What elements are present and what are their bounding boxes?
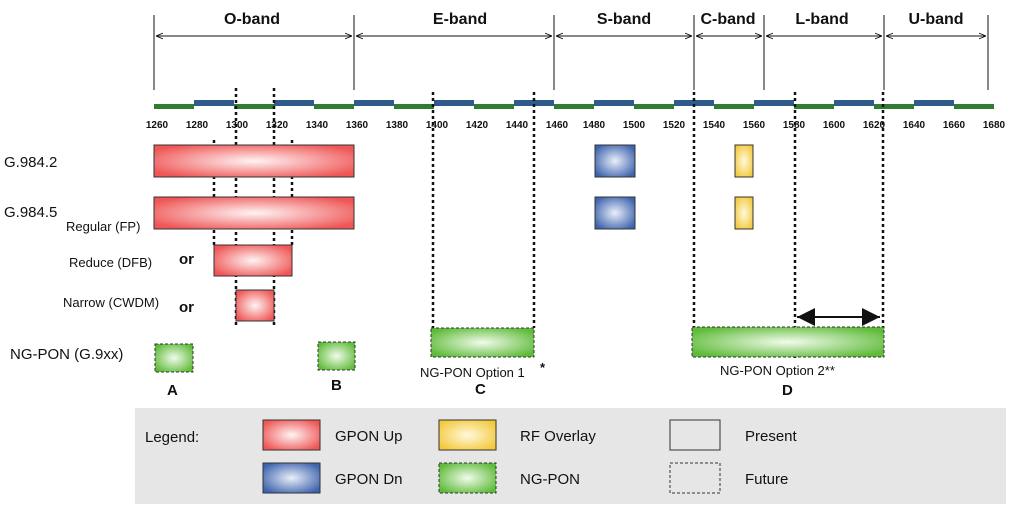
legend: Legend: GPON Up GPON Dn RF Overlay NG-PO… [135,408,1006,504]
axis-segment-green [554,104,594,109]
ngpon-block-d [691,326,885,358]
tick-label: 1480 [583,120,606,131]
legend-label-rf: RF Overlay [520,428,596,445]
gpon-dn-block [594,144,636,178]
axis-segment-blue [194,100,234,106]
legend-swatch-future [669,462,721,494]
axis-segment-green [874,104,914,109]
tick-label: 1520 [663,120,686,131]
axis-segment-blue [514,100,554,106]
marker-c: C [475,381,486,398]
legend-label-gpon-dn: GPON Dn [335,471,403,488]
tick-label: 1360 [346,120,369,131]
tick-label: 1620 [863,120,886,131]
marker-a: A [167,382,178,399]
tick-label: 1660 [943,120,966,131]
legend-swatch-gpon-dn [262,462,321,494]
band-label-l: L-band [795,11,848,28]
axis-segment-green [314,104,354,109]
row-label-g9842: G.984.2 [4,154,57,171]
row-label-regular: Regular (FP) [66,219,140,234]
dotted-guides [212,88,885,358]
marker-b: B [331,377,342,394]
axis-segment-green [794,104,834,109]
tick-label: 1560 [743,120,766,131]
gpon-up-block [153,144,355,178]
axis-segment-green [394,104,434,109]
legend-label-ngpon: NG-PON [520,471,580,488]
tick-label: 1460 [546,120,569,131]
legend-label-present: Present [745,428,798,445]
band-label-s: S-band [597,11,651,28]
band-label-o: O-band [224,11,280,28]
axis-segment-green [234,104,274,109]
axis-segment-blue [674,100,714,106]
option1-asterisk: * [540,360,546,375]
axis-segment-green [474,104,514,109]
legend-swatch-present [669,419,721,451]
legend-swatch-ngpon [438,462,497,494]
axis-segment-blue [834,100,874,106]
axis-segment-blue [354,100,394,106]
row-label-g9845: G.984.5 [4,204,57,221]
tick-label: 1400 [426,120,449,131]
gpon-up-block [153,196,355,230]
or-label: or [179,251,194,268]
axis-segment-green [634,104,674,109]
axis-segment-green [154,104,194,109]
rf-overlay-block [734,196,754,230]
tick-label: 1500 [623,120,646,131]
tick-label: 1420 [466,120,489,131]
legend-label-future: Future [745,471,788,488]
band-label-e: E-band [433,11,487,28]
gpon-dn-block [594,196,636,230]
gpon-up-narrow-block [235,289,275,322]
axis-segment-blue [754,100,794,106]
legend-title: Legend: [145,429,199,446]
rf-overlay-block [734,144,754,178]
tick-label: 1380 [386,120,409,131]
gpon-up-reduce-block [213,244,293,277]
tick-label: 1260 [146,120,169,131]
tick-label: 1320 [266,120,289,131]
ngpon-block-a [154,343,194,373]
axis-segment-blue [274,100,314,106]
tick-label: 1580 [783,120,806,131]
ngpon-block-b [317,341,356,371]
tick-label: 1280 [186,120,209,131]
tick-label: 1640 [903,120,926,131]
option1-label: NG-PON Option 1 [420,365,525,380]
row-label-narrow: Narrow (CWDM) [63,295,159,310]
legend-swatch-gpon-up [262,419,321,451]
tick-label: 1680 [983,120,1006,131]
ngpon-block-c [430,327,535,358]
row-label-reduce: Reduce (DFB) [69,255,152,270]
band-label-c: C-band [700,11,755,28]
tick-label: 1540 [703,120,726,131]
band-header: O-band E-band S-band C-band L-band U-ban… [153,11,989,90]
axis-segment-blue [594,100,634,106]
legend-swatch-rf [438,419,497,451]
row-label-ngpon: NG-PON (G.9xx) [10,346,123,363]
wavelength-axis [154,100,994,109]
band-label-u: U-band [908,11,963,28]
tick-labels: 1260 1280 1300 1320 1340 1360 1380 1400 … [146,120,1006,131]
tick-label: 1340 [306,120,329,131]
legend-label-gpon-up: GPON Up [335,428,403,445]
axis-segment-blue [914,100,954,106]
marker-d: D [782,382,793,399]
tick-label: 1600 [823,120,846,131]
tick-label: 1440 [506,120,529,131]
axis-segment-blue [434,100,474,106]
axis-segment-green [714,104,754,109]
option2-label: NG-PON Option 2** [720,363,835,378]
or-label: or [179,299,194,316]
axis-segment-green [954,104,994,109]
